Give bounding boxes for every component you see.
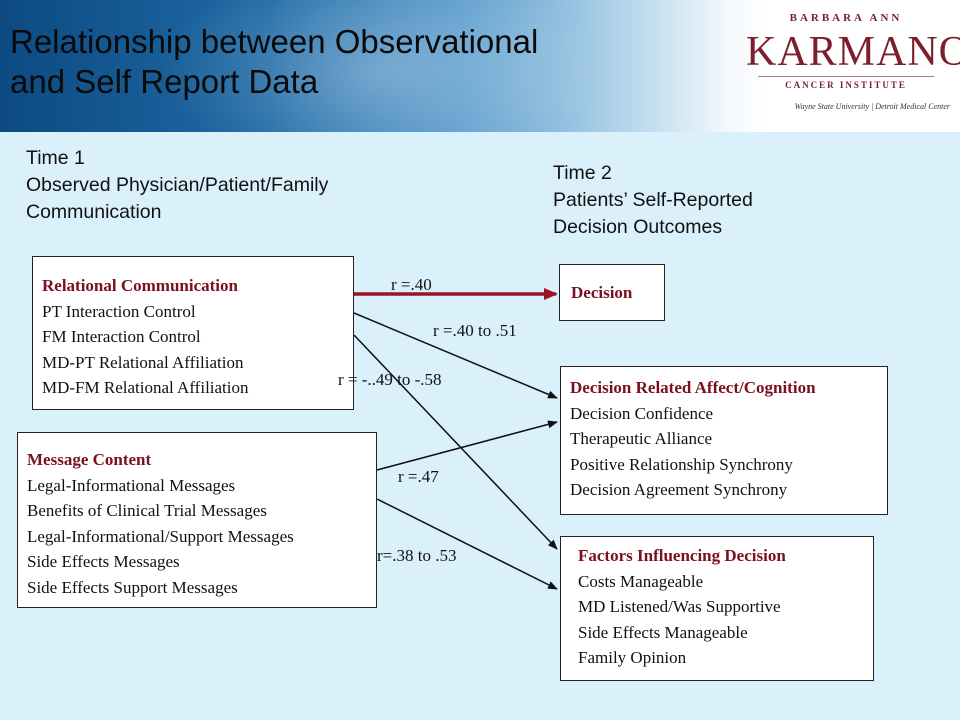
box-heading: Factors Influencing Decision (578, 546, 786, 565)
correlation-label: r =.47 (398, 467, 439, 486)
logo-divider (758, 76, 934, 77)
time2-line: Patients’ Self-Reported (553, 189, 753, 211)
correlation-label: r =.40 (391, 275, 432, 294)
time2-line: Time 2 (553, 162, 612, 184)
title-line: Relationship between Observational (10, 23, 539, 60)
box-heading: Decision (571, 283, 633, 302)
box-item: Decision Agreement Synchrony (570, 480, 788, 499)
factors-influencing-decision-box: Factors Influencing Decision Costs Manag… (560, 536, 874, 681)
decision-box: Decision (559, 264, 665, 321)
box-item: Side Effects Support Messages (27, 577, 238, 597)
box-item: MD-FM Relational Affiliation (42, 378, 249, 397)
time2-line: Decision Outcomes (553, 216, 723, 238)
box-item: Legal-Informational/Support Messages (27, 526, 294, 546)
slide-header: Relationship between Observational and S… (0, 0, 960, 132)
box-item: MD Listened/Was Supportive (578, 597, 781, 616)
decision-affect-cognition-box: Decision Related Affect/Cognition Decisi… (560, 366, 888, 515)
arrow-msg-to-factors (376, 498, 558, 590)
karmanos-logo: BARBARA ANN KARMANOS CANCER INSTITUTE Wa… (730, 12, 960, 122)
box-item: Side Effects Messages (27, 552, 180, 571)
box-item: MD-PT Relational Affiliation (42, 352, 244, 372)
box-heading: Decision Related Affect/Cognition (570, 378, 816, 397)
time1-line: Observed Physician/Patient/Family (26, 174, 329, 196)
time1-line: Time 1 (26, 147, 85, 169)
correlation-label: r=.38 to .53 (377, 546, 457, 565)
logo-affiliation: Wayne State University | Detroit Medical… (794, 102, 950, 111)
time2-heading: Time 2 Patients’ Self-Reported Decision … (553, 160, 753, 241)
box-item: PT Interaction Control (42, 301, 196, 321)
box-heading: Relational Communication (42, 276, 238, 295)
correlation-label: r = -..49 to -.58 (338, 370, 442, 389)
logo-line: CANCER INSTITUTE (785, 80, 907, 90)
arrow-msg-to-affect (376, 420, 558, 471)
box-item: Benefits of Clinical Trial Messages (27, 501, 267, 520)
box-item: Family Opinion (578, 648, 687, 667)
box-heading: Message Content (27, 450, 152, 469)
logo-wordmark: KARMANOS (746, 29, 960, 75)
relational-communication-box: Relational Communication PT Interaction … (32, 256, 354, 410)
header-swirl-decoration (120, 0, 640, 132)
box-item: FM Interaction Control (42, 327, 201, 346)
time1-heading: Time 1 Observed Physician/Patient/Family… (26, 145, 328, 226)
slide-title: Relationship between Observational and S… (10, 22, 650, 102)
box-item: Positive Relationship Synchrony (570, 454, 793, 474)
box-item: Legal-Informational Messages (27, 475, 236, 495)
logo-line: BARBARA ANN (789, 12, 903, 24)
time1-line: Communication (26, 201, 162, 223)
arrow-rel-to-factors (353, 334, 558, 550)
correlation-label: r =.40 to .51 (433, 321, 517, 340)
title-line: and Self Report Data (10, 63, 319, 100)
box-item: Decision Confidence (570, 403, 714, 423)
message-content-box: Message Content Legal-Informational Mess… (17, 432, 377, 608)
box-item: Therapeutic Alliance (570, 429, 713, 448)
box-item: Costs Manageable (578, 571, 704, 591)
box-item: Side Effects Manageable (578, 622, 748, 642)
